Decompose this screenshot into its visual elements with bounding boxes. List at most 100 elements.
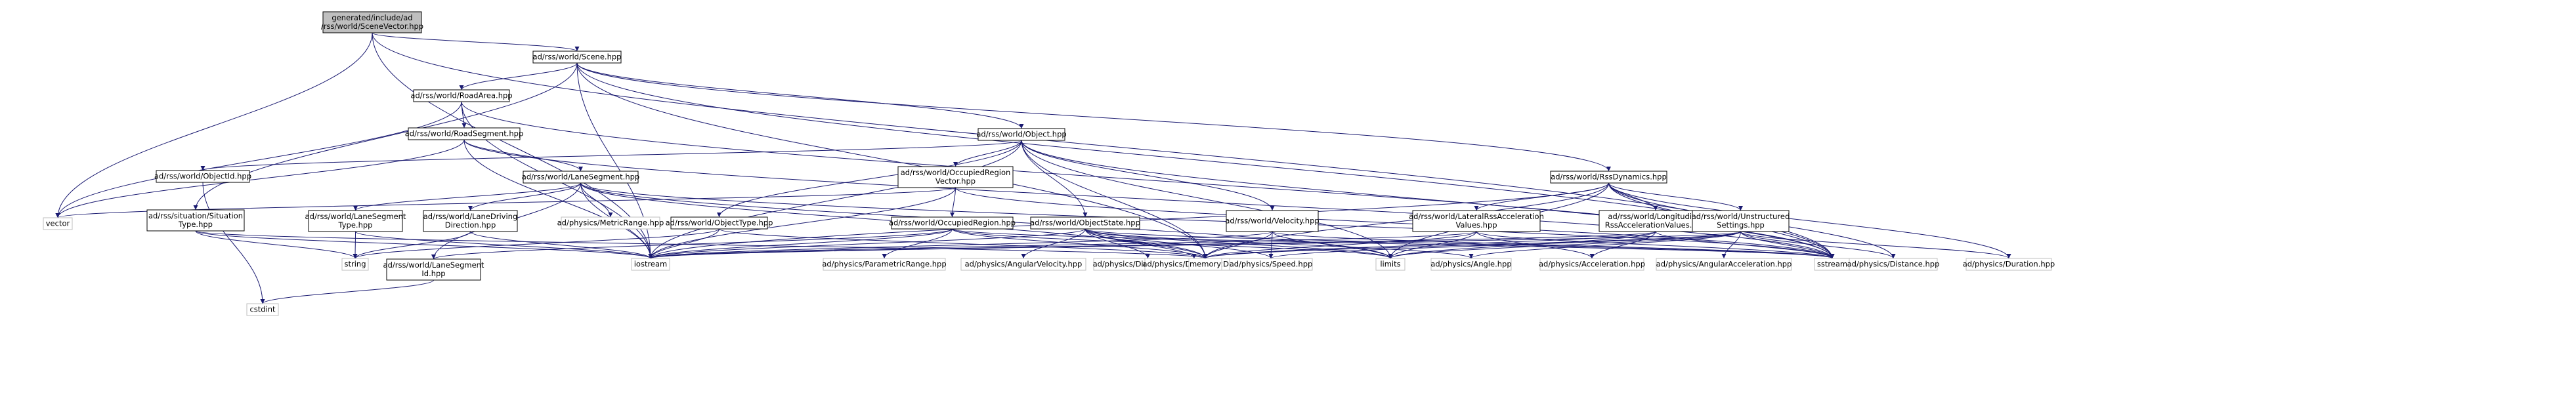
- node-label-occregion-line-0: ad/rss/world/OccupiedRegion.hpp: [889, 218, 1016, 228]
- edge-unstructured-to-speed: [1268, 231, 1741, 259]
- node-object[interactable]: ad/rss/world/Object.hpp: [976, 128, 1067, 141]
- node-box-objecttype: [670, 216, 768, 230]
- node-box-speed: [1229, 258, 1313, 271]
- edge-scene-to-rssdynamics: [576, 62, 1611, 172]
- node-box-objectstate: [1030, 216, 1140, 230]
- edge-scene-to-sittype: [193, 62, 578, 211]
- node-label-root-line-1: /rss/world/SceneVector.hpp: [321, 22, 423, 31]
- node-occregion[interactable]: ad/rss/world/OccupiedRegion.hpp: [889, 216, 1016, 230]
- nodes-layer: generated/include/ad/rss/world/SceneVect…: [43, 11, 2055, 316]
- edge-root-to-scene: [372, 32, 580, 52]
- node-label-unstructured-line-1: Settings.hpp: [1717, 220, 1765, 230]
- node-label-distance-line-0: ad/physics/Distance.hpp: [1847, 260, 1940, 269]
- node-roadarea[interactable]: ad/rss/world/RoadArea.hpp: [410, 89, 513, 102]
- edge-objectstate-to-iostream: [648, 228, 1086, 259]
- edge-occregion-to-lanesegid: [431, 228, 953, 260]
- node-limits: limits: [1375, 258, 1406, 271]
- edge-lonrssacc-to-limits: [1388, 231, 1656, 259]
- edge-object-to-memory: [1021, 140, 1208, 259]
- node-box-occregionvec: [897, 166, 1014, 188]
- edge-unstructured-to-duration: [1740, 231, 2011, 259]
- node-box-roadarea: [413, 89, 510, 102]
- node-label-metricrange-line-0: ad/physics/MetricRange.hpp: [557, 218, 664, 228]
- node-label-unstructured-line-0: ad/rss/world/Unstructured: [1692, 212, 1790, 221]
- edge-objectstate-to-speed: [1084, 228, 1274, 259]
- node-box-vector: [43, 217, 73, 230]
- node-velocity[interactable]: ad/rss/world/Velocity.hpp: [1225, 210, 1320, 232]
- edge-occregion-to-iostream: [648, 228, 953, 259]
- edge-object-to-iostream: [648, 140, 1022, 259]
- node-label-rssdynamics-line-0: ad/rss/world/RssDynamics.hpp: [1551, 173, 1667, 182]
- edge-object-to-objectstate: [1021, 140, 1088, 218]
- edge-velocity-to-limits: [1272, 231, 1393, 259]
- node-parametricrange: ad/physics/ParametricRange.hpp: [822, 258, 947, 271]
- node-label-lonrssacc-line-1: RssAccelerationValues.hpp: [1605, 220, 1707, 230]
- edge-objectstate-to-angularvel: [1021, 228, 1086, 259]
- node-box-memory: [1188, 258, 1222, 271]
- edge-occregionvec-to-iostream: [648, 187, 956, 259]
- node-label-string-line-0: string: [344, 260, 366, 269]
- node-objectid[interactable]: ad/rss/world/ObjectId.hpp: [154, 170, 251, 183]
- node-metricrange: ad/physics/MetricRange.hpp: [557, 216, 664, 230]
- edge-lonrssacc-to-acceleration: [1589, 231, 1656, 259]
- edge-root-to-vector: [55, 32, 373, 218]
- node-label-root-line-0: generated/include/ad: [332, 13, 412, 22]
- node-box-lanesegid: [386, 258, 481, 281]
- node-memory: memory: [1188, 258, 1222, 271]
- node-label-object-line-0: ad/rss/world/Object.hpp: [976, 130, 1066, 139]
- node-speed: ad/physics/Speed.hpp: [1229, 258, 1313, 271]
- node-box-unstructured: [1692, 210, 1790, 232]
- node-box-latrssacc: [1412, 210, 1541, 232]
- node-label-lanesegtype-line-0: ad/rss/world/LaneSegment: [305, 212, 406, 221]
- node-label-acceleration-line-0: ad/physics/Acceleration.hpp: [1539, 260, 1645, 269]
- node-box-limits: [1375, 258, 1406, 271]
- edge-rssdynamics-to-latrssacc: [1474, 182, 1609, 211]
- node-rssdynamics[interactable]: ad/rss/world/RssDynamics.hpp: [1550, 171, 1667, 184]
- node-label-scene-line-0: ad/rss/world/Scene.hpp: [533, 52, 622, 62]
- node-box-metricrange: [561, 216, 660, 230]
- node-scene[interactable]: ad/rss/world/Scene.hpp: [532, 51, 622, 64]
- edges-layer: [55, 32, 2011, 304]
- edge-object-to-limits: [1021, 140, 1393, 259]
- node-label-speed-line-0: ad/physics/Speed.hpp: [1230, 260, 1313, 269]
- node-root[interactable]: generated/include/ad/rss/world/SceneVect…: [321, 11, 423, 33]
- node-duration: ad/physics/Duration.hpp: [1963, 258, 2055, 271]
- node-latrssacc[interactable]: ad/rss/world/LateralRssAccelerationValue…: [1409, 210, 1544, 232]
- node-label-lanedrivdir-line-0: ad/rss/world/LaneDriving: [423, 212, 518, 221]
- node-box-angle: [1430, 258, 1512, 271]
- node-roadsegment[interactable]: ad/rss/world/RoadSegment.hpp: [405, 127, 524, 140]
- node-box-string: [341, 258, 369, 271]
- node-label-parametricrange-line-0: ad/physics/ParametricRange.hpp: [822, 260, 946, 269]
- node-box-velocity: [1226, 210, 1319, 232]
- node-label-objecttype-line-0: ad/rss/world/ObjectType.hpp: [666, 218, 773, 228]
- edge-lanesegtype-to-iostream: [355, 231, 653, 259]
- node-objecttype[interactable]: ad/rss/world/ObjectType.hpp: [666, 216, 773, 230]
- node-label-angularacc-line-0: ad/physics/AngularAcceleration.hpp: [1656, 260, 1792, 269]
- node-box-sittype: [146, 209, 245, 232]
- edge-lanesegment-to-metricrange: [580, 182, 613, 218]
- edge-object-to-occregionvec: [953, 140, 1022, 167]
- edge-object-to-objectid: [200, 140, 1022, 171]
- edge-velocity-to-iostream: [648, 231, 1273, 259]
- node-lanesegment[interactable]: ad/rss/world/LaneSegment.hpp: [522, 171, 639, 184]
- edge-velocity-to-memory: [1203, 231, 1273, 259]
- node-box-duration: [1965, 258, 2052, 271]
- node-label-lanedrivdir-line-1: Direction.hpp: [445, 220, 496, 230]
- node-label-sittype-line-1: Type.hpp: [178, 220, 213, 229]
- edge-unstructured-to-angularacc: [1721, 231, 1741, 259]
- node-box-lanesegtype: [308, 210, 403, 232]
- node-objectstate[interactable]: ad/rss/world/ObjectState.hpp: [1030, 216, 1140, 230]
- edge-rssdynamics-to-unstructured: [1608, 182, 1743, 211]
- edge-occregionvec-to-sstream: [955, 187, 1835, 259]
- node-box-distance: [1849, 258, 1938, 271]
- node-box-object: [977, 128, 1065, 141]
- node-label-objectstate-line-0: ad/rss/world/ObjectState.hpp: [1030, 218, 1140, 228]
- edge-unstructured-to-limits: [1388, 231, 1741, 259]
- node-box-lanedrivdir: [423, 210, 518, 232]
